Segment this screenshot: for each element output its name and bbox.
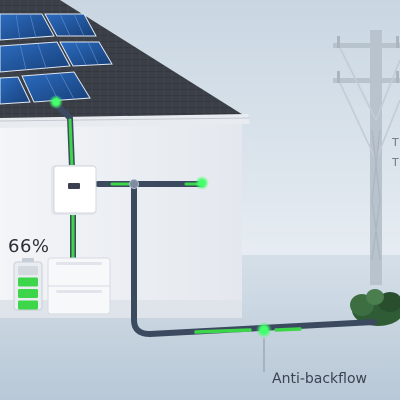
edge-label-2: T <box>392 156 399 169</box>
battery-cell <box>18 266 38 275</box>
energy-flow-highlights <box>68 118 302 334</box>
battery-percent-label: 66% <box>8 236 50 257</box>
battery-cell <box>18 300 38 310</box>
solar-panel-array <box>0 13 113 105</box>
inverter-unit <box>51 165 97 215</box>
battery-cell <box>18 289 38 298</box>
bush <box>350 289 400 326</box>
inverter-display <box>68 183 80 189</box>
junction-node <box>129 179 139 189</box>
roof-edge <box>0 114 250 128</box>
edge-label-1: T <box>392 136 399 149</box>
flow-nodes <box>49 95 272 338</box>
utility-pole <box>333 30 400 285</box>
battery-level-indicator <box>13 258 43 311</box>
battery-level-cap <box>22 258 34 262</box>
battery-cell <box>18 277 38 287</box>
anti-backflow-label: Anti-backflow <box>272 371 367 387</box>
battery-stack <box>47 257 111 315</box>
